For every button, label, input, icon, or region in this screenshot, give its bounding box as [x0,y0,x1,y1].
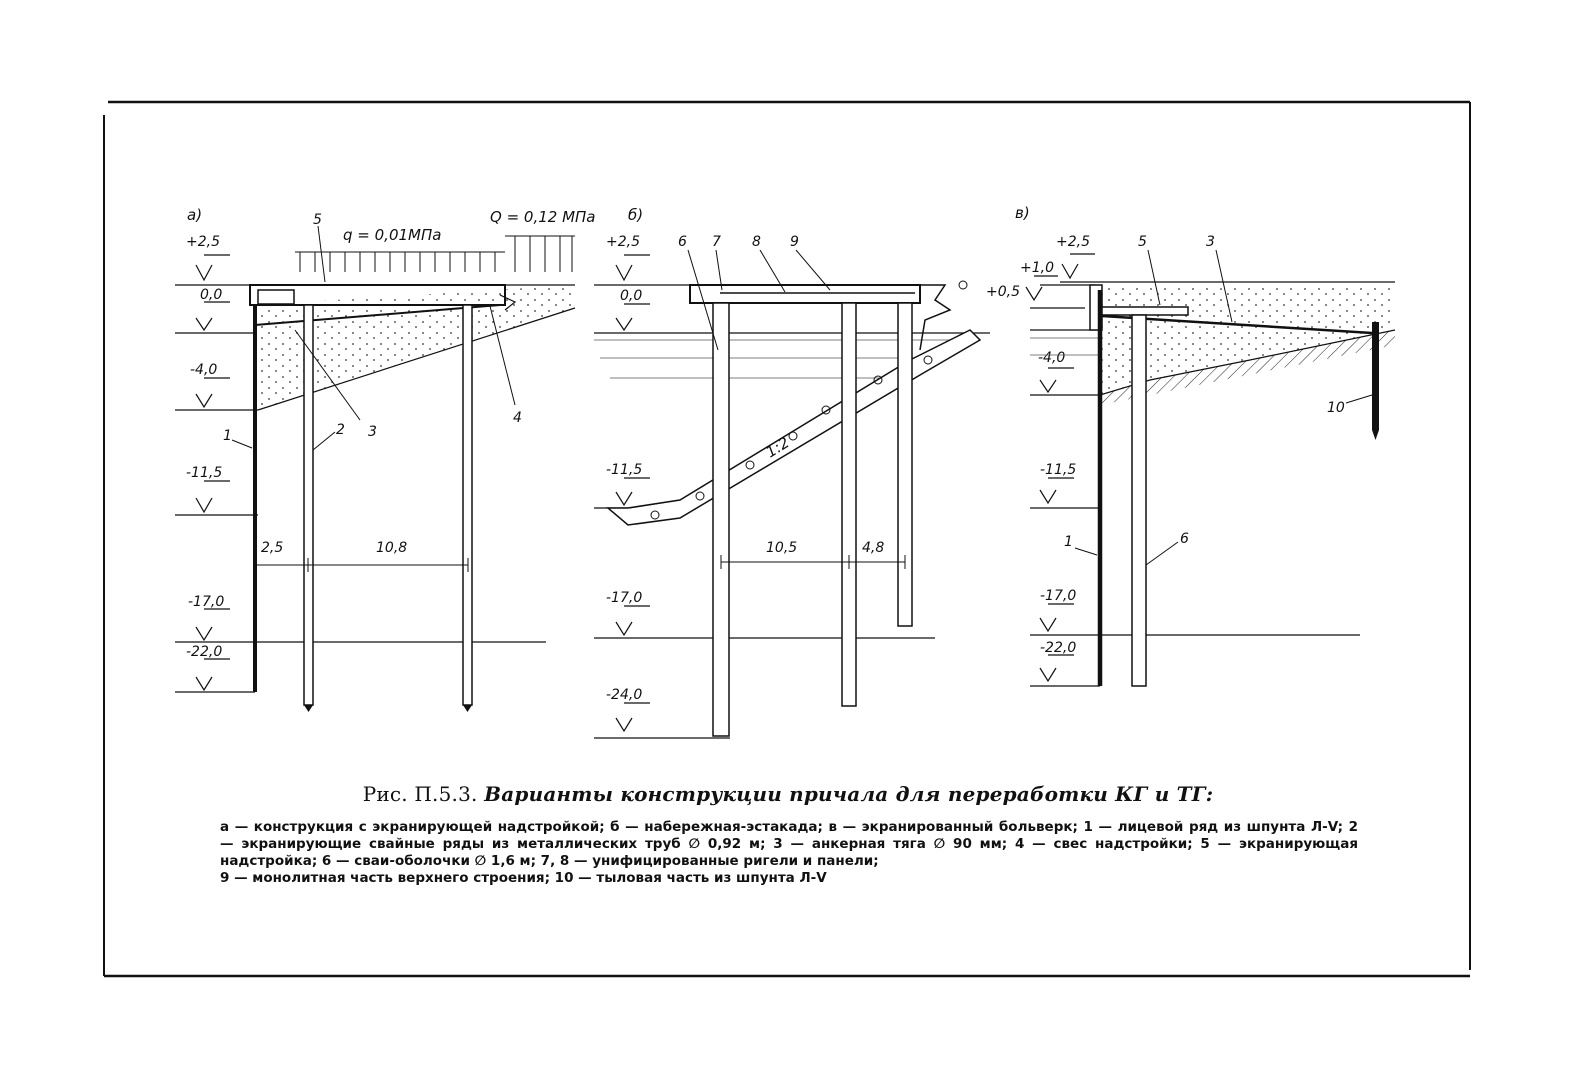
panel-a-pile-1 [303,304,314,706]
panel-c-water-lines [1030,337,1098,356]
figure-caption: Рис. П.5.3. Варианты конструкции причала… [0,782,1576,806]
panel-b-letter: б) [628,206,643,224]
figure-legend: а — конструкция с экранирующей надстройк… [220,819,1358,887]
panel-c-level-7: -22,0 [1040,640,1076,656]
panel-b-callout-7: 7 [712,234,721,250]
panel-c-anchor-wall [1372,322,1379,430]
panel-c-natural-ground [1100,330,1395,405]
panel-a-superstructure [249,284,506,306]
panel-b-dimension-line [720,555,906,569]
panel-a-load-Q: Q = 0,12 МПа [490,208,596,226]
panel-a-dim-2: 10,8 [376,540,407,556]
panel-b-level-1: +2,5 [606,234,640,250]
panel-c-level-4: -4,0 [1038,350,1065,366]
panel-b: б) +2,5 0,0 -11,5 -17,0 -24,0 [594,206,990,739]
legend-main: а — конструкция с экранирующей надстройк… [220,819,1358,869]
panel-c-leaders [1074,249,1373,566]
panel-b-callout-9: 9 [790,234,799,250]
sheet-frame [103,100,1471,978]
caption-number: Рис. П.5.3. [362,782,478,806]
panel-c-level-markers [1025,253,1395,687]
panel-a-callout-1: 1 [223,428,232,444]
panel-c-level-6: -17,0 [1040,588,1076,604]
panel-c-callout-1: 1 [1064,534,1073,550]
panel-b-level-3: -11,5 [606,462,642,478]
panel-b-callout-8: 8 [752,234,761,250]
panel-a-dimension-line [254,558,469,572]
panel-c-relieving-platform [1101,306,1189,316]
panel-a-pile-2 [462,304,473,706]
legend-last: 9 — монолитная часть верхнего строения; … [220,870,827,886]
panel-a-load-arrows [295,235,575,272]
panel-a-level-5: -17,0 [188,594,224,610]
panel-b-leaders [687,249,831,351]
panel-a-level-1: +2,5 [186,234,220,250]
panel-a-backfill [255,285,575,410]
panel-c-letter: в) [1015,204,1030,222]
panel-a: а) +2,5 0,0 -4,0 -11,5 -17,0 -22,0 [175,206,596,712]
panel-b-callout-6: 6 [678,234,687,250]
panel-c-level-1: +2,5 [1056,234,1090,250]
panel-a-level-3: -4,0 [190,362,217,378]
panel-b-pile-2 [841,302,857,707]
panel-c: в) +2,5 +1,0 +0,5 -4,0 -11,5 [986,204,1396,687]
panel-c-callout-6: 6 [1180,531,1189,547]
panel-a-level-4: -11,5 [186,465,222,481]
panel-c-callout-5: 5 [1138,234,1147,250]
panel-b-deck [689,284,921,304]
caption-title: Варианты конструкции причала для перераб… [484,782,1214,806]
panel-b-pile-1 [712,302,730,737]
panel-b-pile-3 [897,302,913,627]
panel-c-pile [1131,314,1147,687]
panel-c-level-5: -11,5 [1040,462,1076,478]
panel-b-dim-2: 4,8 [862,540,884,556]
panel-a-leaders [231,225,516,451]
panel-c-level-3: +0,5 [986,284,1020,300]
panel-a-letter: а) [187,206,202,224]
panel-a-level-2: 0,0 [200,287,222,303]
panel-a-callout-3: 3 [368,424,377,440]
panel-c-level-2: +1,0 [1020,260,1054,276]
panel-a-callout-2: 2 [336,422,345,438]
panel-a-callout-4: 4 [513,410,522,426]
panel-c-tie-rod [1101,314,1373,335]
panel-b-level-markers [594,254,990,739]
panel-a-load-q: q = 0,01МПа [343,226,441,244]
panel-a-level-6: -22,0 [186,644,222,660]
panel-c-callout-3: 3 [1206,234,1215,250]
panel-b-rocks [650,280,968,520]
panel-b-level-4: -17,0 [606,590,642,606]
panel-a-callout-5: 5 [313,212,322,228]
panel-b-level-5: -24,0 [606,687,642,703]
panel-b-dim-1: 10,5 [766,540,797,556]
panel-c-callout-10: 10 [1327,400,1345,416]
panel-b-level-2: 0,0 [620,288,642,304]
panel-a-dim-1: 2,5 [261,540,283,556]
